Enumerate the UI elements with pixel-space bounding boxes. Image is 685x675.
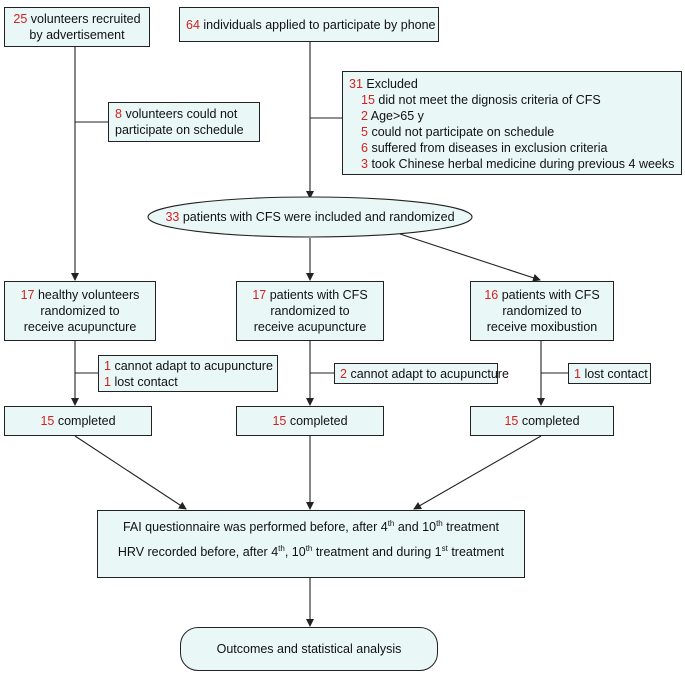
arm3-completed-box: 15 completed	[470, 406, 614, 436]
randomized-ellipse	[147, 196, 473, 238]
volunteers-recruited-count: 25	[13, 12, 28, 26]
excluded-reason: 6 suffered from diseases in exclusion cr…	[361, 141, 608, 155]
volunteers-excluded-text: volunteers could not	[125, 107, 238, 121]
fai-measure: FAI questionnaire was performed before, …	[122, 518, 500, 534]
volunteers-recruited-text: volunteers recruited	[30, 12, 141, 26]
arm-cfs-moxibustion-box: 16 patients with CFS randomized to recei…	[470, 281, 614, 341]
volunteers-recruited-line2: by advertisement	[29, 28, 125, 42]
applied-text: individuals applied to participate by ph…	[203, 18, 436, 32]
measures-box: FAI questionnaire was performed before, …	[97, 510, 525, 578]
volunteers-recruited-box: 25 volunteers recruited by advertisement	[4, 7, 150, 47]
volunteers-excluded-line2: participate on schedule	[115, 123, 244, 137]
arm-cfs-acupuncture-box: 17 patients with CFS randomized to recei…	[236, 281, 384, 341]
arm1-completed-box: 15 completed	[4, 406, 152, 436]
arm1-loss-box: 1 cannot adapt to acupuncture 1 lost con…	[98, 355, 278, 392]
excluded-reason: 3 took Chinese herbal medicine during pr…	[361, 157, 675, 171]
arrow-completed3-to-measures	[413, 435, 542, 510]
excluded-title: Excluded	[366, 77, 418, 91]
volunteers-excluded-box: 8 volunteers could not participate on sc…	[108, 102, 260, 142]
excluded-reason: 15 did not meet the dignosis criteria of…	[361, 93, 601, 107]
outcomes-box: Outcomes and statistical analysis	[180, 627, 438, 671]
applied-count: 64	[186, 18, 200, 32]
arrow-completed1-to-measures	[74, 435, 187, 510]
arrow-randomized-to-arm3	[399, 233, 541, 282]
randomized-count: 33	[165, 210, 180, 224]
arm2-loss-box: 2 cannot adapt to acupuncture	[334, 363, 509, 384]
arm3-loss-box: 1 lost contact	[568, 363, 651, 384]
hrv-measure: HRV recorded before, after 4th, 10th tre…	[117, 543, 505, 559]
excluded-reason: 5 could not participate on schedule	[361, 125, 555, 139]
arm-healthy-acupuncture-box: 17 healthy volunteers randomized to rece…	[4, 281, 156, 341]
excluded-box: 31 Excluded 15 did not meet the dignosis…	[342, 71, 682, 175]
randomized-text: patients with CFS were included and rand…	[182, 210, 455, 224]
applied-by-phone-box: 64 individuals applied to participate by…	[179, 7, 439, 42]
randomized-label: 33 patients with CFS were included and r…	[148, 209, 472, 225]
arm2-completed-box: 15 completed	[236, 406, 384, 436]
outcomes-text: Outcomes and statistical analysis	[216, 642, 402, 656]
excluded-reason: 2 Age>65 y	[361, 109, 424, 123]
excluded-count: 31	[349, 77, 363, 91]
volunteers-excluded-count: 8	[115, 107, 122, 121]
